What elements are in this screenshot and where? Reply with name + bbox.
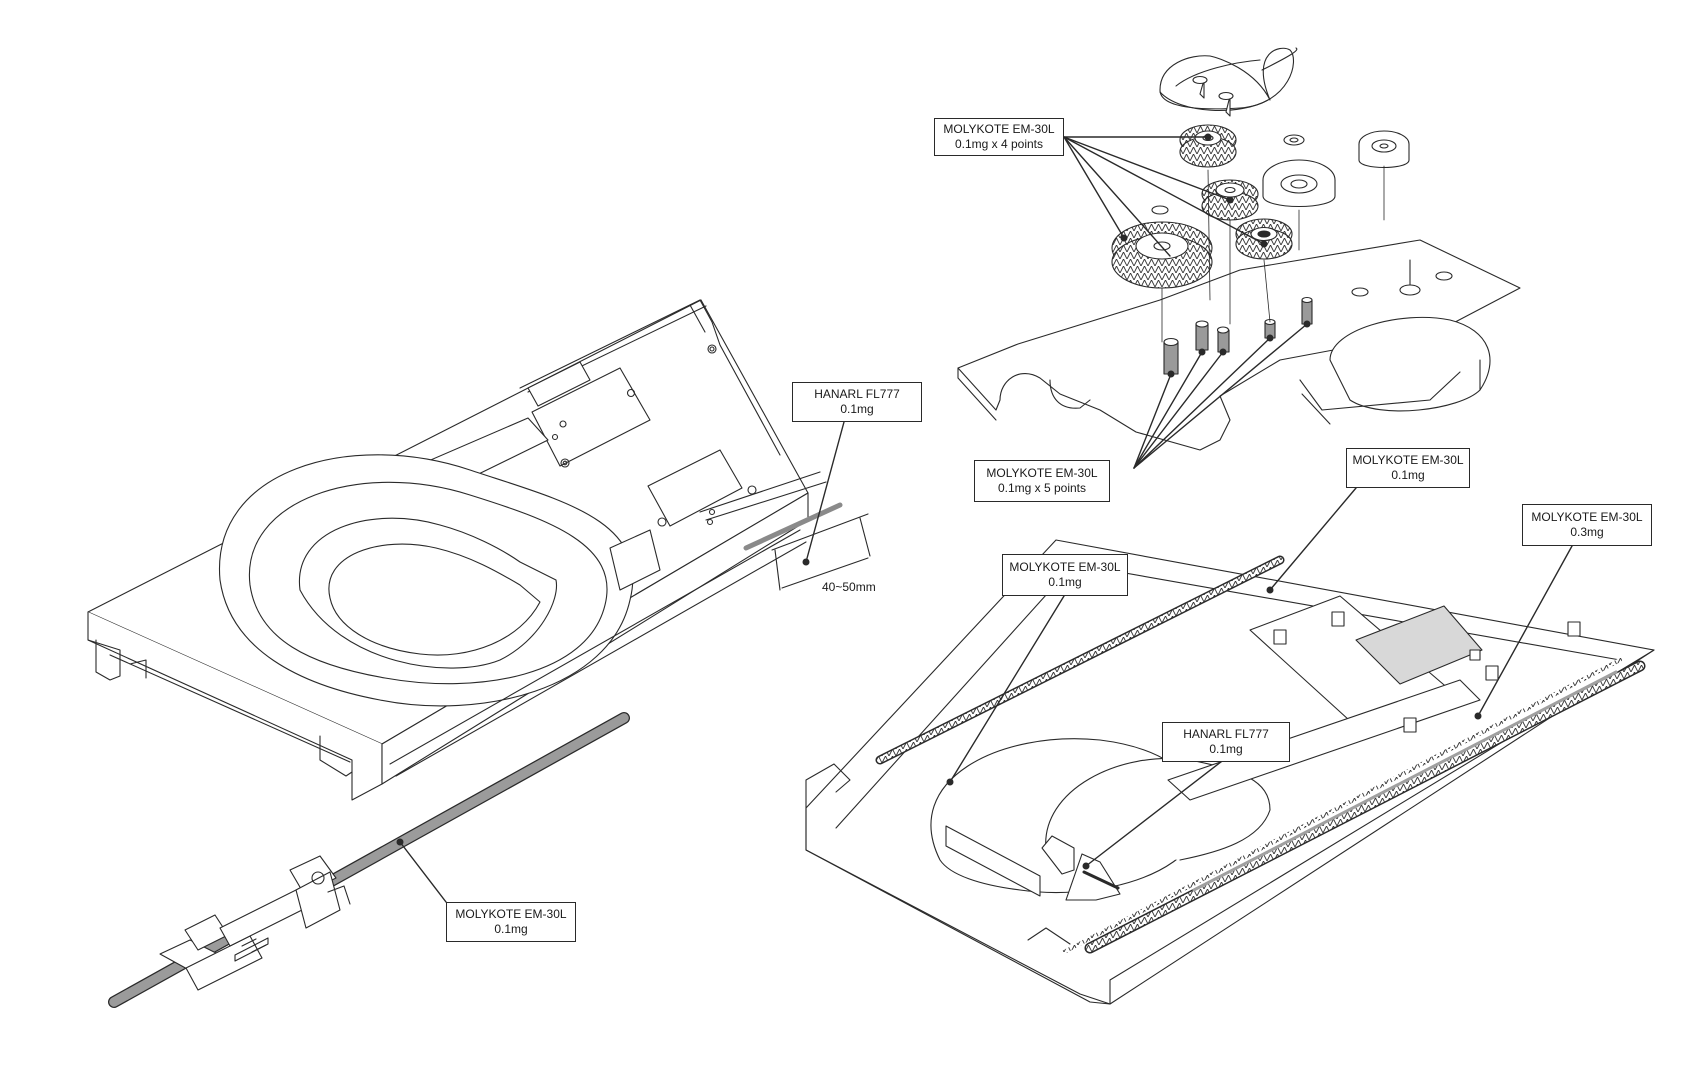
callout-shaft: MOLYKOTE EM-30L 0.1mg [446, 902, 576, 942]
callout-grease-amount: 0.1mg [1048, 575, 1082, 589]
disc-tray [87, 299, 871, 801]
callout-rack-left: MOLYKOTE EM-30L 0.1mg [1002, 554, 1128, 596]
leader-lines [399, 136, 1573, 903]
callout-rack-right-top: MOLYKOTE EM-30L 0.1mg [1346, 448, 1470, 488]
callout-grease-name: MOLYKOTE EM-30L [986, 466, 1098, 480]
callout-grease-amount: 0.1mg [840, 402, 874, 416]
callout-grease-amount: 0.1mg [494, 922, 528, 936]
callout-tray-rail: HANARL FL777 0.1mg [792, 382, 922, 422]
callout-grease-amount: 0.3mg [1570, 525, 1604, 539]
grease-points [396, 133, 1482, 870]
gear-assembly [957, 47, 1521, 451]
callout-guide: HANARL FL777 0.1mg [1162, 722, 1290, 762]
guide-shaft [108, 712, 630, 1008]
callout-grease-amount: 0.1mg [1209, 742, 1243, 756]
callout-grease-name: HANARL FL777 [814, 387, 900, 401]
callout-grease-name: MOLYKOTE EM-30L [1531, 510, 1643, 524]
dimension-label: 40~50mm [822, 580, 876, 594]
callout-gears-top: MOLYKOTE EM-30L 0.1mg x 4 points [934, 118, 1064, 156]
callout-rack-right: MOLYKOTE EM-30L 0.3mg [1522, 504, 1652, 546]
callout-gears-shafts: MOLYKOTE EM-30L 0.1mg x 5 points [974, 460, 1110, 502]
callout-grease-name: MOLYKOTE EM-30L [1352, 453, 1464, 467]
callout-grease-name: MOLYKOTE EM-30L [943, 122, 1055, 136]
tray-underside [805, 539, 1655, 1005]
callout-grease-amount: 0.1mg x 4 points [954, 137, 1044, 151]
callout-grease-name: MOLYKOTE EM-30L [1009, 560, 1121, 574]
callout-grease-amount: 0.1mg [1391, 468, 1425, 482]
callout-grease-name: HANARL FL777 [1183, 727, 1269, 741]
callout-grease-amount: 0.1mg x 5 points [997, 481, 1087, 495]
callout-grease-name: MOLYKOTE EM-30L [455, 907, 567, 921]
